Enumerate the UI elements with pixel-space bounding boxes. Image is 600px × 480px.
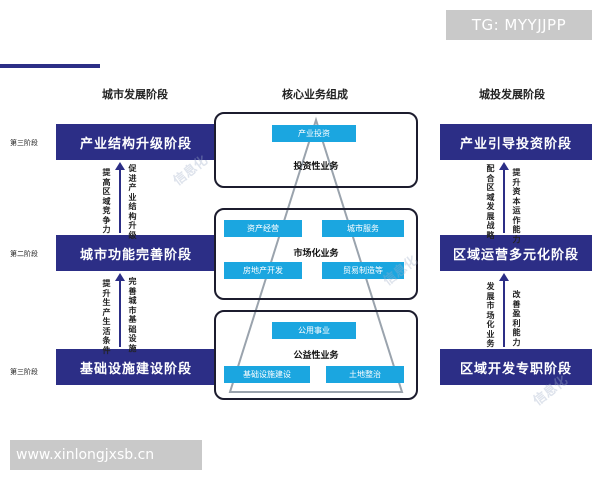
right-arrow-upper-text-a: 配合区域发展战略: [486, 164, 495, 240]
core-box-investment: 产业投资 投资性业务: [214, 112, 418, 188]
cell-infrastructure-construction: 基础设施建设: [224, 366, 310, 383]
right-arrow-upper-text-b: 提升资本运作能力: [512, 168, 521, 244]
cell-city-service: 城市服务: [322, 220, 404, 237]
label-investment-business: 投资性业务: [293, 162, 339, 172]
left-arrow-lower-line: [119, 281, 121, 347]
left-arrow-lower-text-a: 提升生产生活条件: [102, 279, 111, 355]
label-market-business: 市场化业务: [293, 249, 339, 259]
label-public-business: 公益性业务: [293, 351, 339, 361]
title-city-development: 城市发展阶段: [102, 88, 168, 101]
cell-real-estate: 房地产开发: [224, 262, 302, 279]
left-stage-infrastructure: 基础设施建设阶段: [56, 349, 216, 385]
cell-asset-management: 资产经营: [224, 220, 302, 237]
left-arrow-lower-text-b: 完善城市基础设施: [128, 277, 137, 353]
left-arrow-lower-head: [115, 273, 125, 281]
cell-trade-manufacturing: 贸易制造等: [322, 262, 404, 279]
title-core-business: 核心业务组成: [282, 88, 348, 101]
watermark-banner: TG: MYYJJPP: [446, 10, 592, 40]
core-box-market: 资产经营 城市服务 市场化业务 房地产开发 贸易制造等: [214, 208, 418, 300]
side-label-middle: 第二阶段: [10, 250, 38, 258]
right-arrow-lower-line: [503, 281, 505, 347]
right-arrow-lower-text-a: 发展市场化业务: [486, 282, 495, 348]
left-arrow-upper-line: [119, 170, 121, 233]
left-arrow-upper-head: [115, 162, 125, 170]
core-box-public: 公用事业 公益性业务 基础设施建设 土地整治: [214, 310, 418, 400]
cell-land-remediation: 土地整治: [326, 366, 404, 383]
left-arrow-upper-text-b: 促进产业结构升级: [128, 164, 137, 240]
title-urban-investment: 城投发展阶段: [479, 88, 545, 101]
left-stage-function-improve: 城市功能完善阶段: [56, 235, 216, 271]
right-stage-industry-investment: 产业引导投资阶段: [440, 124, 592, 160]
right-arrow-lower-text-b: 改善盈利能力: [512, 290, 521, 347]
cell-industry-investment: 产业投资: [272, 125, 356, 142]
left-stage-industry-upgrade: 产业结构升级阶段: [56, 124, 216, 160]
accent-bar: [0, 64, 100, 68]
cell-public-utilities: 公用事业: [272, 322, 356, 339]
side-label-bottom: 第三阶段: [10, 368, 38, 376]
left-arrow-upper-text-a: 提高区域竞争力: [102, 168, 111, 234]
website-watermark: www.xinlongjxsb.cn: [10, 440, 202, 470]
right-arrow-upper-line: [503, 170, 505, 233]
right-stage-regional-development: 区域开发专职阶段: [440, 349, 592, 385]
right-stage-regional-operation: 区域运营多元化阶段: [440, 235, 592, 271]
side-label-top: 第三阶段: [10, 139, 38, 147]
right-arrow-upper-head: [499, 162, 509, 170]
right-arrow-lower-head: [499, 273, 509, 281]
